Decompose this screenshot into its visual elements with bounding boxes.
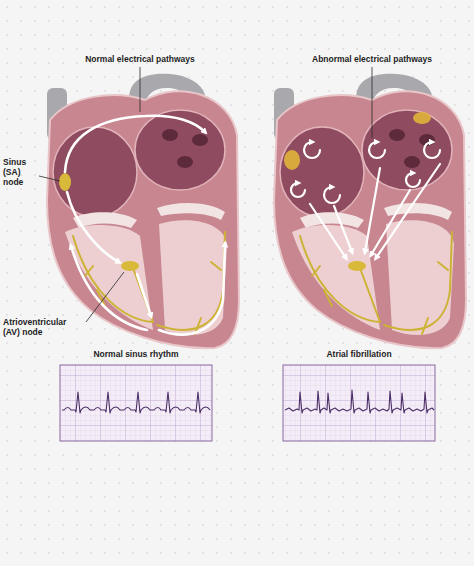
- afib-heart: [274, 74, 466, 348]
- node-label: Atrioventricular (AV) node: [3, 318, 85, 338]
- ecg-strip: [283, 365, 435, 441]
- strip-caption: Atrial fibrillation: [283, 350, 435, 360]
- pathway-label: Abnormal electrical pathways: [294, 55, 450, 65]
- node-label: Sinus (SA) node: [3, 158, 39, 187]
- normal-heart: [47, 74, 239, 348]
- ecg-strip: [60, 365, 212, 441]
- leader-lines: [39, 67, 372, 322]
- strip-caption: Normal sinus rhythm: [60, 350, 212, 360]
- pathway-label: Normal electrical pathways: [62, 55, 218, 65]
